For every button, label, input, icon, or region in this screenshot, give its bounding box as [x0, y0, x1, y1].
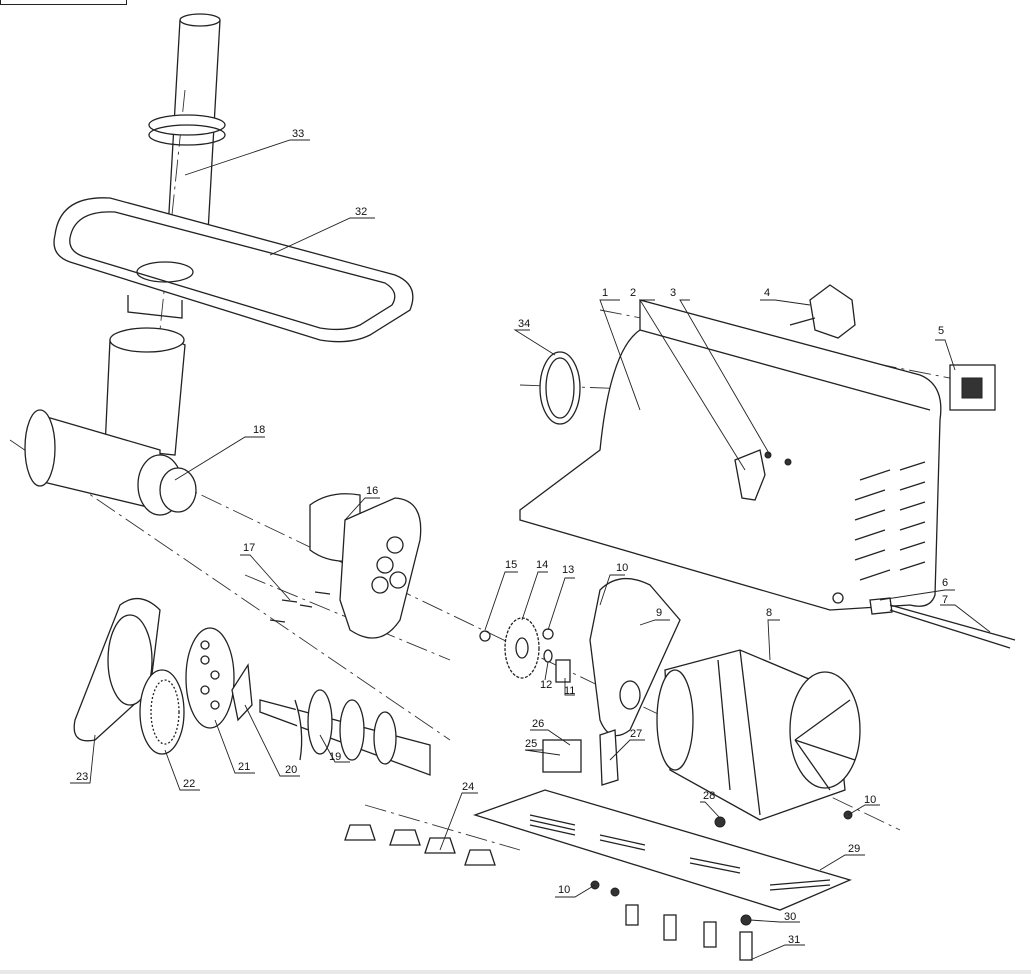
callout-28: 28	[703, 790, 715, 802]
part-9-gearbox	[589, 578, 681, 737]
part-6-cord-bushing	[869, 597, 893, 615]
part-29-base-plate	[472, 789, 852, 911]
part-23-ring-nut	[73, 598, 161, 742]
callout-19: 19	[329, 751, 341, 763]
part-20-knife	[231, 663, 253, 722]
callout-22: 22	[183, 778, 195, 790]
part-7-power-cord	[889, 604, 1016, 649]
callout-33: 33	[292, 128, 304, 140]
callout-31: 31	[788, 934, 800, 946]
callout-10b: 10	[864, 794, 876, 806]
part-28-nut	[714, 816, 726, 828]
part-4-knob	[789, 284, 856, 339]
part-19-worm	[259, 689, 431, 776]
part-12-washer	[543, 649, 553, 663]
callout-25: 25	[525, 738, 537, 750]
callout-34: 34	[518, 318, 530, 330]
part-21-plate	[185, 627, 235, 729]
callout-12: 12	[540, 679, 552, 691]
part-13-washer	[542, 628, 554, 640]
part-22-plate	[139, 669, 185, 755]
part-2-switch-knob	[734, 449, 766, 501]
title-box-fragment	[0, 0, 127, 5]
callout-27: 27	[630, 728, 642, 740]
part-18-grinder-head	[24, 327, 197, 516]
callout-30: 30	[784, 911, 796, 923]
callout-20: 20	[285, 764, 297, 776]
callout-4: 4	[764, 287, 770, 299]
part-11-pinion	[555, 659, 571, 683]
callout-15: 15	[505, 559, 517, 571]
part-31-feet	[625, 904, 753, 961]
part-15-washer	[479, 630, 491, 642]
part-33-pusher	[148, 13, 226, 233]
callout-17: 17	[243, 542, 255, 554]
callout-26: 26	[532, 718, 544, 730]
callout-10c: 10	[558, 884, 570, 896]
part-27-bracket	[599, 729, 619, 786]
callout-29: 29	[848, 843, 860, 855]
callout-2: 2	[630, 287, 636, 299]
part-16-gearbox-cover	[309, 493, 422, 639]
callout-23: 23	[76, 771, 88, 783]
callout-8: 8	[766, 607, 772, 619]
callout-32: 32	[355, 206, 367, 218]
part-17-screws	[269, 591, 331, 623]
callout-9: 9	[656, 607, 662, 619]
part-32-tray	[53, 197, 414, 343]
callout-18: 18	[253, 424, 265, 436]
callout-1: 1	[602, 287, 608, 299]
part-24-suction-feet	[344, 824, 496, 866]
part-8-motor	[656, 649, 861, 821]
callout-6: 6	[942, 577, 948, 589]
callouts: 1 2 3 4 5 6 7 8 9 10 10 10 10 11 12 13 1…	[70, 128, 991, 961]
bottom-bar	[0, 970, 1031, 974]
part-1-housing	[519, 299, 942, 611]
callout-11: 11	[564, 685, 575, 697]
callout-5: 5	[938, 325, 944, 337]
callout-24: 24	[462, 781, 474, 793]
callout-13: 13	[562, 564, 574, 576]
part-14-gear	[504, 617, 540, 679]
part-25-capacitor	[542, 739, 582, 773]
callout-14: 14	[536, 559, 548, 571]
part-34-ring	[539, 351, 581, 425]
callout-21: 21	[238, 761, 250, 773]
callout-16: 16	[366, 485, 378, 497]
callout-10a: 10	[616, 562, 628, 574]
callout-3: 3	[670, 287, 676, 299]
callout-7: 7	[942, 594, 948, 606]
